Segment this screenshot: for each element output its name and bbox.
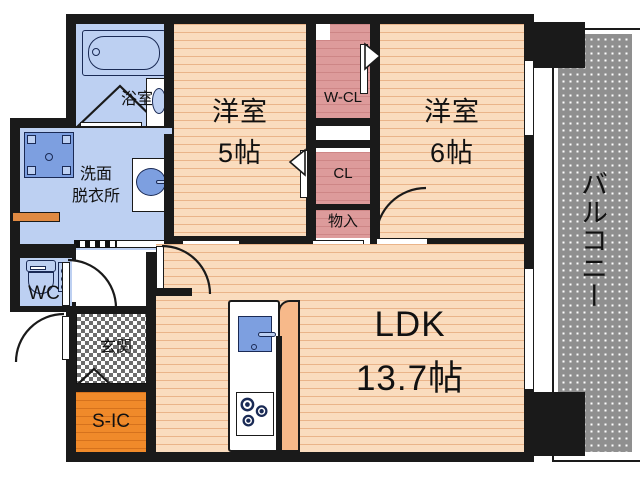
storage-walk-in-closet-notch <box>330 24 370 42</box>
ldk-balcony-window[interactable] <box>524 268 534 390</box>
storage-monoire <box>316 210 370 238</box>
front-door-leaf[interactable] <box>62 316 70 360</box>
wall-closet-right <box>370 14 380 262</box>
wall-entrance-right <box>146 252 156 462</box>
walk-in-closet-door-marker <box>364 42 382 71</box>
washing-machine-space-icon <box>24 132 74 178</box>
outer-wall-wc-left <box>10 250 20 312</box>
walk-in-closet-door-leaf[interactable] <box>360 44 368 94</box>
washroom-sliding-door[interactable] <box>74 240 116 248</box>
entrance-step-icon <box>77 367 111 385</box>
outer-wall-left-upper <box>66 14 76 126</box>
structure-block-bottom-right <box>527 392 585 456</box>
outer-wall-far-left <box>10 118 20 260</box>
outer-wall-left-jog-top <box>10 118 76 128</box>
kitchen-faucet-icon <box>258 332 276 337</box>
wall-below-closet <box>306 204 376 212</box>
bathtub-icon <box>82 30 166 76</box>
wall-above-closet <box>306 140 376 148</box>
kitchen-drain-icon <box>251 344 257 350</box>
bedroom-east-door-swing-arc <box>374 186 427 239</box>
wall-bedroom-west-bottom <box>174 236 306 244</box>
washroom-step-strip <box>12 212 60 222</box>
outer-wall-left-jog-mid <box>10 250 76 260</box>
bedroom-east-balcony-window[interactable] <box>524 60 534 136</box>
room-ldk <box>156 244 524 452</box>
outer-wall-wc-bottom <box>10 302 76 312</box>
outer-wall-top <box>66 14 534 24</box>
structure-block-top-right <box>527 22 585 68</box>
ldk-hall-door-swing-arc <box>161 244 212 295</box>
wall-entrance-top <box>76 306 154 314</box>
wall-closet-left <box>306 14 316 244</box>
gas-stove-3-burner-icon <box>236 392 274 436</box>
room-bedroom-west <box>174 24 306 236</box>
wall-bath-right <box>164 14 174 134</box>
toilet-lid-icon <box>30 266 46 270</box>
wall-washroom-bottom <box>20 244 76 252</box>
closet-door-marker <box>288 148 306 177</box>
room-entrance <box>76 312 154 384</box>
toilet-door-leaf[interactable] <box>62 262 70 306</box>
outer-wall-bottom <box>66 452 534 462</box>
wall-entrance-bottom <box>76 384 154 392</box>
toilet-door-swing-arc <box>67 258 118 309</box>
toilet-bowl-icon <box>28 272 54 294</box>
outer-wall-right <box>524 14 534 462</box>
front-door-swing-arc <box>14 312 65 363</box>
wall-washroom-right <box>164 134 174 244</box>
storage-closet <box>316 152 370 206</box>
wall-bedroom-east-bottom <box>380 238 524 246</box>
wall-between-wcl-cl <box>306 118 376 126</box>
room-bedroom-east <box>380 24 524 238</box>
room-shoe-closet <box>76 392 146 452</box>
room-balcony <box>558 34 632 452</box>
outer-wall-left-lower <box>66 302 76 462</box>
kitchen-partition-wall <box>276 336 282 452</box>
wall-ldk-hall-door-jamb <box>156 288 192 296</box>
